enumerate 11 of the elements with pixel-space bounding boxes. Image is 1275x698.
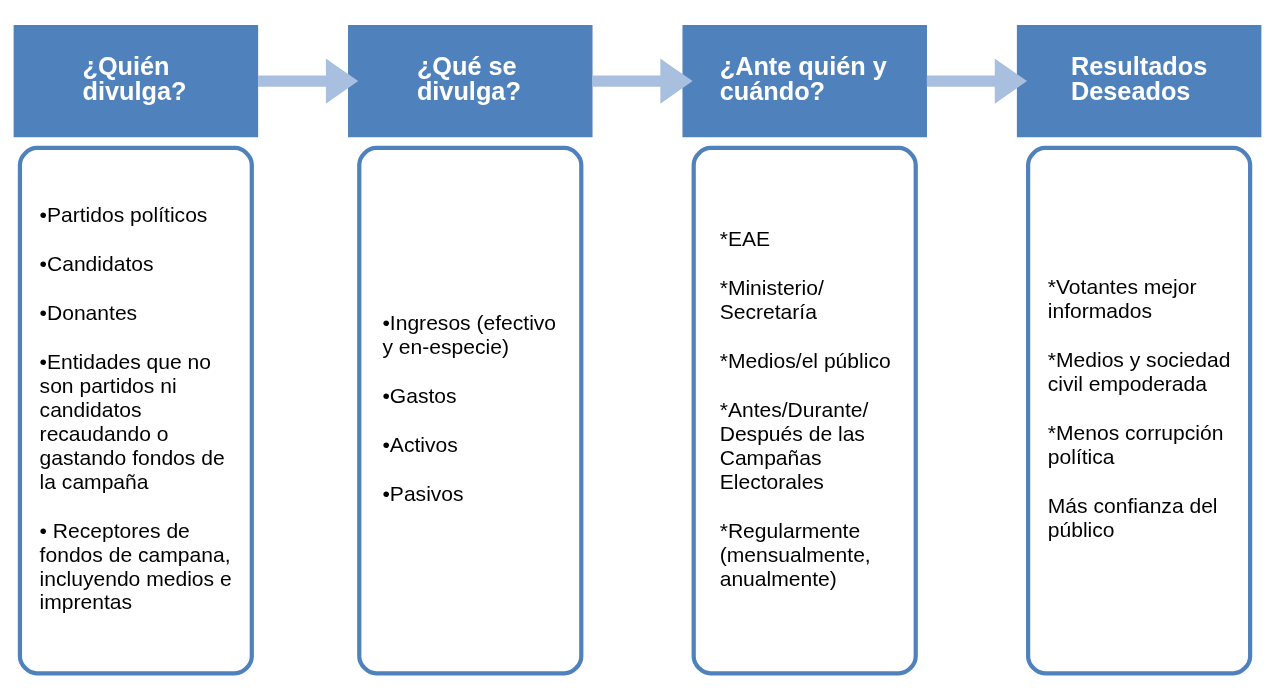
node-box: ¿Qué se divulga?: [348, 24, 593, 137]
arrow: [592, 58, 693, 104]
arrow: [258, 58, 359, 104]
node-box: ¿Ante quién y cuándo?: [682, 24, 927, 137]
node-box: •Ingresos (efectivo y en-especie) •Gastos •Activos •Pasivos: [357, 145, 584, 675]
node-box: ¿Quién divulga?: [13, 24, 259, 137]
node-box: *EAE *Ministerio/ Secretaría *Medios/el público *Antes/Durante/ Después de las Campañas Electorales *Regularmente (mensualmente, anualmente): [691, 145, 918, 675]
node-box: *Votantes mejor informados *Medios y sociedad civil empoderada *Menos corrupción política Más confianza del público: [1026, 145, 1253, 675]
arrow: [926, 58, 1028, 104]
node-box: •Partidos políticos •Candidatos •Donantes •Entidades que no son partidos ni candidatos recaudando o gastando fondos de la campaña • Receptores de fondos de campana, incluyendo medios e imprentas: [17, 145, 254, 675]
node-box: Resultados Deseados: [1016, 24, 1262, 137]
